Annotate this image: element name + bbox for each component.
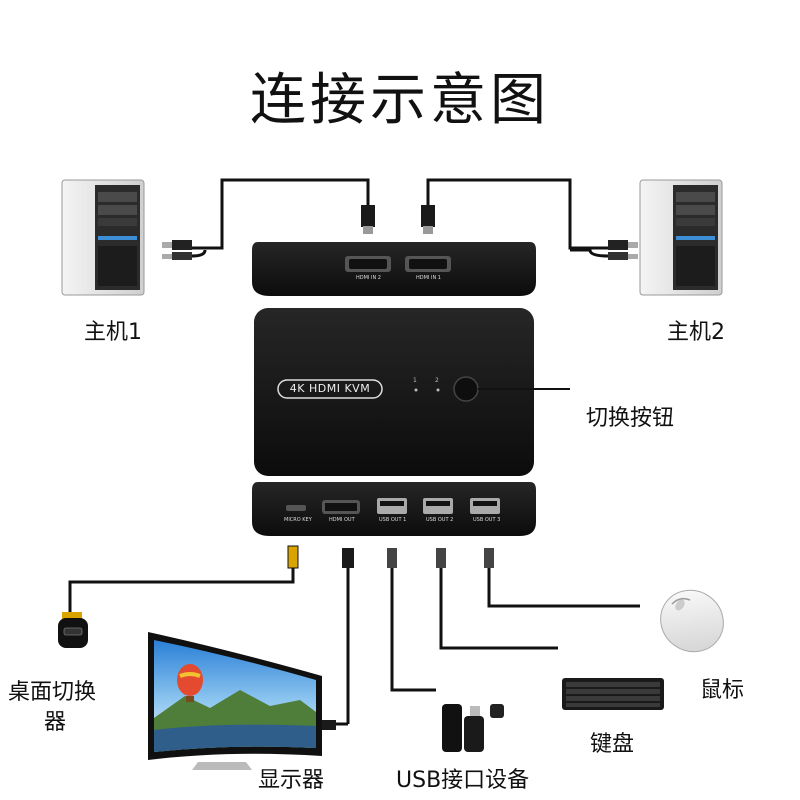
keyboard-cable: [436, 548, 558, 650]
monitor-cable: [320, 548, 354, 730]
mouse-device: [660, 589, 724, 653]
label-switch-button: 切换按钮: [586, 406, 675, 431]
port-label-usb-out-1: USB OUT 1: [379, 517, 407, 523]
desk-switch-device: [58, 618, 88, 648]
keyboard-device: [562, 678, 664, 710]
mouse-cable: [484, 548, 640, 608]
port-label-micro-key: MICRO KEY: [284, 517, 312, 523]
desk-switch-cable: [62, 545, 299, 620]
cable-plugs-host1: [162, 240, 207, 260]
led-1-label: 1: [413, 377, 417, 384]
usb-drive-icon: [442, 704, 504, 752]
port-label-usb-out-3: USB OUT 3: [473, 517, 501, 523]
host2-computer: [639, 179, 723, 296]
hdmi-plug-in2: [361, 205, 375, 234]
host1-computer: [61, 179, 145, 296]
kvm-front-panel: [252, 482, 536, 536]
monitor-device: [148, 632, 322, 770]
hdmi-plug-in1: [421, 205, 435, 234]
label-usb-device: USB接口设备: [396, 768, 530, 793]
label-desk-switch-line2: 器: [44, 710, 67, 735]
label-host2: 主机2: [667, 320, 725, 345]
port-label-hdmi-in-2: HDMI IN 2: [356, 275, 381, 281]
label-mouse: 鼠标: [700, 678, 745, 703]
label-keyboard: 键盘: [590, 732, 635, 757]
label-monitor: 显示器: [258, 768, 325, 793]
port-label-usb-out-2: USB OUT 2: [426, 517, 454, 523]
label-desk-switch-line1: 桌面切换: [8, 680, 97, 705]
port-label-hdmi-in-1: HDMI IN 1: [416, 275, 441, 281]
usb-device-cable: [387, 548, 436, 692]
hdmi-cable-host2: [426, 178, 610, 250]
label-host1: 主机1: [84, 320, 142, 345]
kvm-brand-label: 4K HDMI KVM: [289, 382, 371, 395]
kvm-main-body: [254, 308, 570, 476]
led-2-label: 2: [435, 377, 439, 384]
hdmi-cable-host1: [190, 178, 370, 250]
kvm-rear-panel: [252, 242, 536, 296]
cable-plugs-host2: [570, 240, 638, 260]
diagram-title: 连接示意图: [250, 68, 550, 133]
port-label-hdmi-out: HDMI OUT: [329, 517, 355, 523]
